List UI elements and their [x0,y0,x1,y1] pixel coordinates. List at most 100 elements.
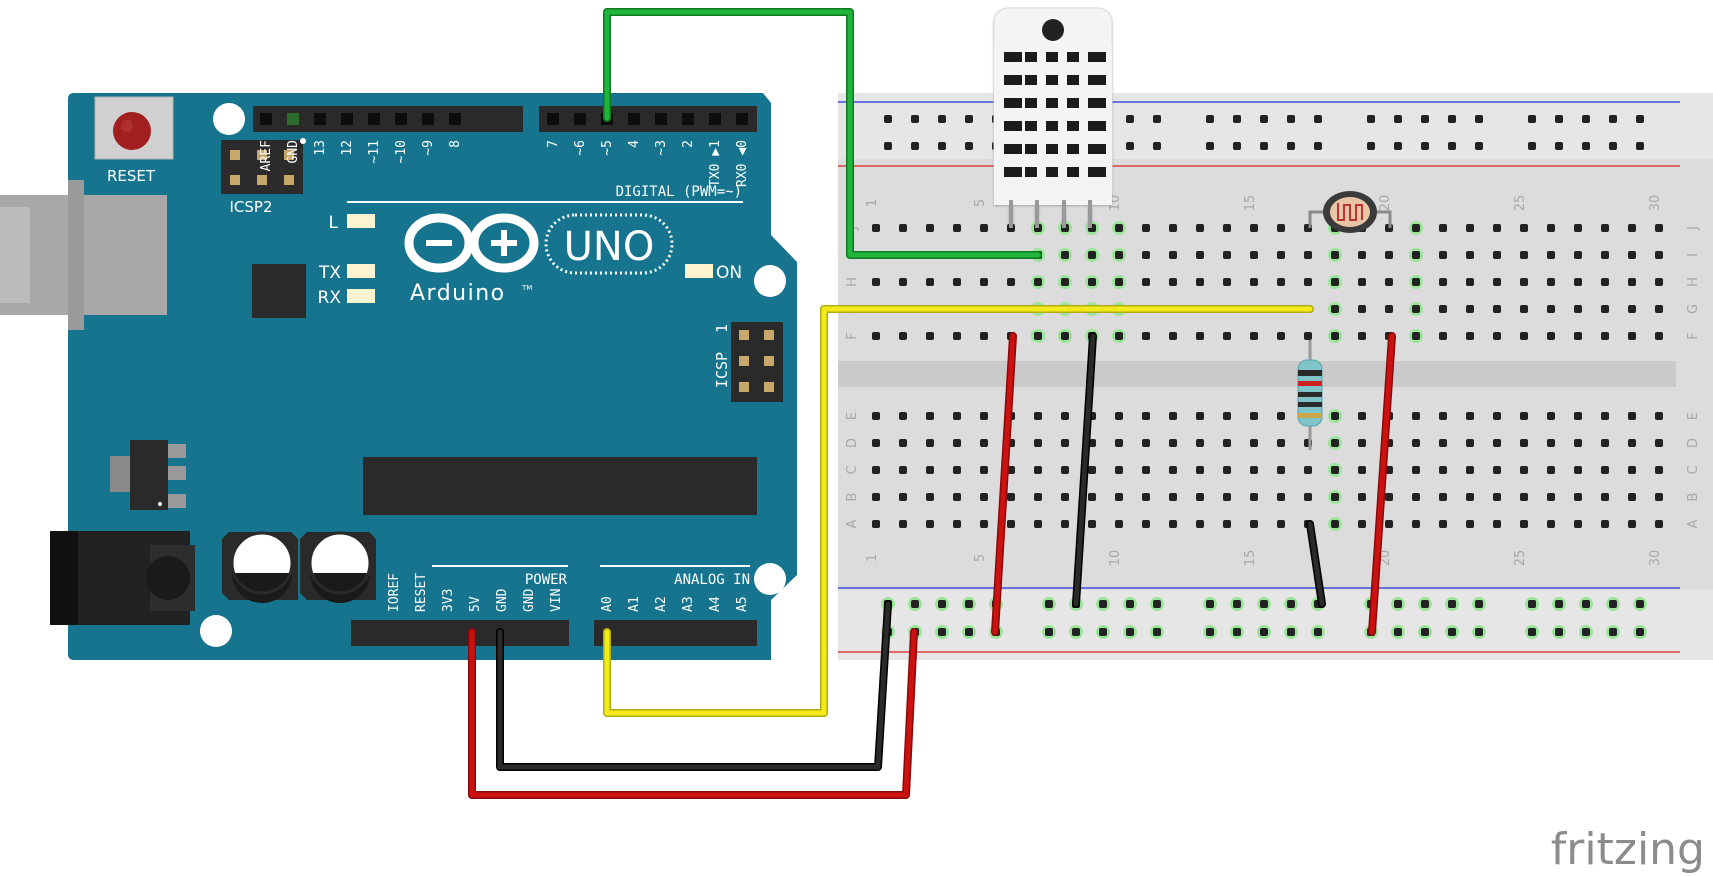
breadboard-hole [1528,600,1536,608]
header-pin[interactable] [341,113,353,125]
dht-vent-slot [1046,121,1058,131]
wire-red-5v-core [469,629,917,798]
breadboard-hole [1493,493,1501,501]
row-letter-label: F [845,332,860,339]
header-pin[interactable] [368,113,380,125]
breadboard-hole [1233,628,1241,636]
led-on-label: ON [716,263,742,283]
digital-pin-label: GND [286,140,301,164]
power-pin-label: VIN [549,589,564,612]
breadboard-hole [953,278,961,286]
column-number-label: 5 [973,554,988,562]
breadboard-hole [1169,466,1177,474]
icsp-header [731,322,783,402]
breadboard-hole [1331,466,1339,474]
resistor-band [1298,413,1322,418]
breadboard-hole [1574,332,1582,340]
breadboard-hole [1628,493,1636,501]
breadboard-hole [1466,251,1474,259]
breadboard-hole [1287,628,1295,636]
breadboard-hole [1115,493,1123,501]
breadboard-hole [1609,115,1617,123]
breadboard-hole [1655,332,1663,340]
breadboard-hole [1574,439,1582,447]
dht-vent-slot [1004,167,1022,177]
header-pin[interactable] [709,113,721,125]
dht-vent-slot [1067,52,1079,62]
wire-red-dht-vcc-core [992,333,1016,635]
wire-black-gnd-core [497,601,891,770]
header-pin[interactable] [628,113,640,125]
breadboard-hole [1169,412,1177,420]
breadboard-hole [1466,278,1474,286]
trademark-label: TM [521,284,532,292]
header-pin[interactable] [287,113,299,125]
reset-label: RESET [107,167,156,185]
header-pin[interactable] [574,113,586,125]
breadboard-hole [872,278,880,286]
breadboard-hole [980,224,988,232]
dht-vent-slot [1088,167,1106,177]
wire-yellow-a0-core [604,306,1313,716]
column-number-label: 30 [1648,195,1663,212]
header-pin[interactable] [449,113,461,125]
breadboard-hole [1358,466,1366,474]
column-number-label: 30 [1648,550,1663,567]
header-pin[interactable] [422,113,434,125]
breadboard-hole [1007,466,1015,474]
breadboard-hole [1574,305,1582,313]
breadboard-hole [926,332,934,340]
breadboard-hole [1555,600,1563,608]
breadboard-hole [953,466,961,474]
breadboard-hole [899,439,907,447]
header-pin[interactable] [736,113,748,125]
column-number-label: 20 [1378,550,1393,567]
dht-mount-hole [1042,19,1064,41]
header-pin[interactable] [655,113,667,125]
breadboard-hole [1466,224,1474,232]
jumper-wires [468,8,1396,799]
breadboard-hole [899,520,907,528]
digital-pin-label: TX0 ▶1 [708,140,723,187]
reset-button[interactable] [94,96,174,160]
dht-vent-slot [1046,75,1058,85]
header-pin[interactable] [395,113,407,125]
breadboard-hole [1115,278,1123,286]
breadboard-hole [1304,332,1312,340]
breadboard-hole [1277,224,1285,232]
breadboard-hole [1655,466,1663,474]
fritzing-watermark: fritzing [1551,824,1705,875]
breadboard-hole [965,628,973,636]
breadboard-hole [1045,600,1053,608]
breadboard-hole [899,332,907,340]
dht-vent-slot [1004,144,1022,154]
digital-pin-label: AREF [259,140,274,171]
breadboard-hole [1250,466,1258,474]
breadboard-hole [1574,412,1582,420]
breadboard-hole [1358,251,1366,259]
breadboard-hole [1394,628,1402,636]
dht-vent-slot [1088,144,1106,154]
header-pin[interactable] [260,113,272,125]
header-pin[interactable] [682,113,694,125]
header-pin[interactable] [314,113,326,125]
breadboard-hole [1331,493,1339,501]
breadboard-hole [1421,628,1429,636]
breadboard-hole [1169,278,1177,286]
column-number-label: 20 [1378,195,1393,212]
breadboard-hole [1609,600,1617,608]
breadboard-hole [1358,412,1366,420]
breadboard-hole [980,278,988,286]
breadboard-hole [1287,600,1295,608]
breadboard-hole [1169,520,1177,528]
breadboard-hole [1358,493,1366,501]
breadboard-hole [1169,332,1177,340]
mounting-hole [213,103,245,135]
breadboard-hole [1466,305,1474,313]
breadboard-hole [1223,466,1231,474]
breadboard-hole [1358,520,1366,528]
breadboard-hole [1547,520,1555,528]
header-pin[interactable] [547,113,559,125]
breadboard-hole [926,278,934,286]
breadboard-hole [1034,412,1042,420]
